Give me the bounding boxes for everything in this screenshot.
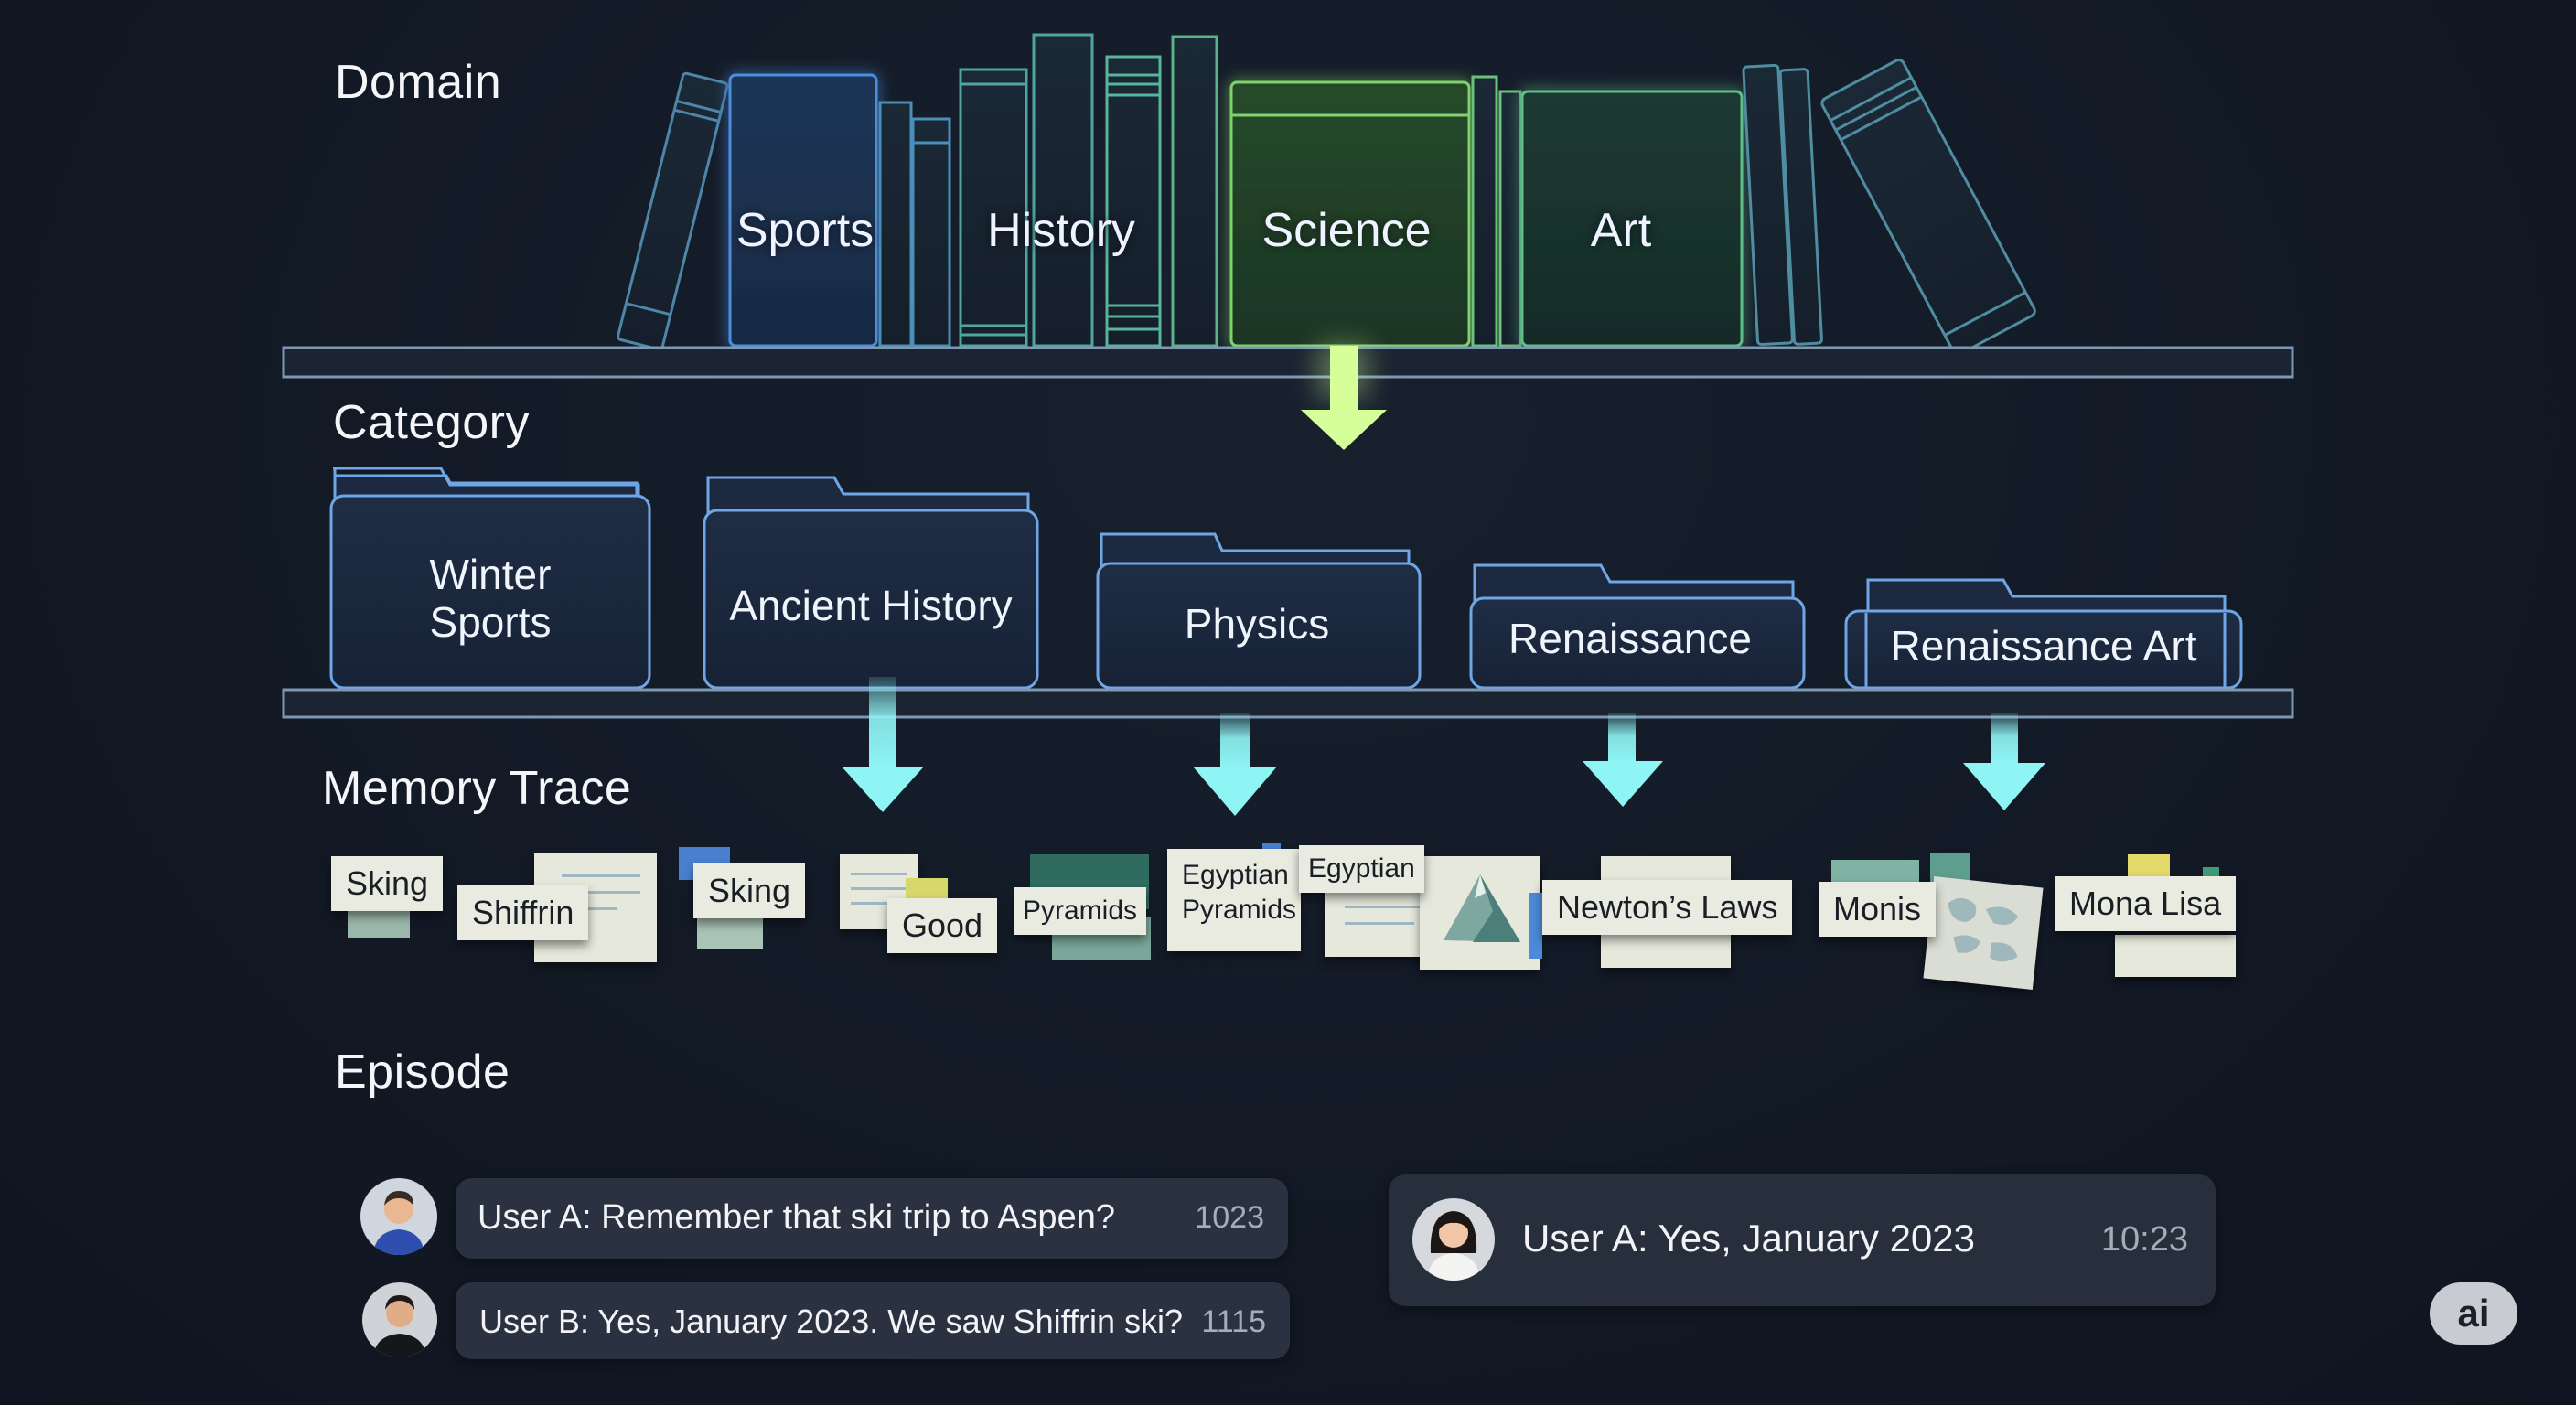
- folder-label-winter-sports[interactable]: Winter Sports: [429, 551, 552, 646]
- map-icon: [1948, 897, 2019, 962]
- note-good: Good: [887, 898, 998, 953]
- book-label-history[interactable]: History: [987, 204, 1135, 257]
- message-bubble-b[interactable]: User B: Yes, January 2023. We saw Shiffr…: [456, 1282, 1290, 1359]
- shelf-category: [282, 688, 2294, 719]
- note-backing: [348, 907, 410, 938]
- book-spine: [1778, 68, 1823, 346]
- message-time: 10:23: [2100, 1220, 2188, 1259]
- folder-label-renaissance-art[interactable]: Renaissance Art: [1890, 622, 2197, 670]
- male-avatar-icon: [360, 1178, 437, 1255]
- book-art: [1520, 90, 1744, 348]
- book-sports: [728, 73, 878, 348]
- book-spine: [1171, 35, 1218, 348]
- book-lean-left: [617, 71, 729, 351]
- note-mountain-image: [1420, 856, 1540, 970]
- male-avatar-icon: [362, 1282, 437, 1357]
- book-spine: [1471, 75, 1498, 348]
- note-paper: [2115, 935, 2236, 977]
- male-avatar-icon: [373, 1295, 426, 1357]
- male-avatar-icon: [373, 1191, 424, 1255]
- book-history-1: [959, 68, 1028, 348]
- book-spine: [878, 101, 913, 348]
- folder-label-ancient-history[interactable]: Ancient History: [729, 582, 1013, 629]
- note-sking-2: Sking: [693, 863, 806, 918]
- female-avatar-icon: [1427, 1211, 1480, 1281]
- message-text: User A: Yes, January 2023: [1522, 1217, 1975, 1260]
- bookshelf: [617, 33, 2036, 356]
- book-label-science[interactable]: Science: [1261, 204, 1432, 257]
- note-sking-1: Sking: [331, 856, 444, 911]
- book-lean-right: [1820, 59, 2036, 356]
- ai-badge[interactable]: ai: [2430, 1282, 2517, 1345]
- message-time: 1023: [1195, 1200, 1264, 1235]
- message-text: User A: Remember that ski trip to Aspen?: [478, 1198, 1115, 1237]
- folder-renaissance-art: [1844, 578, 2243, 690]
- arrow-renaissance: [1583, 713, 1663, 807]
- category-title: Category: [333, 396, 530, 449]
- arrow-physics: [1193, 713, 1277, 816]
- folder-renaissance: [1469, 563, 1806, 690]
- book-spine: [1498, 90, 1522, 348]
- note-newtons-laws: Newton’s Laws: [1542, 880, 1793, 935]
- folder-physics: [1096, 532, 1422, 690]
- book-label-art[interactable]: Art: [1590, 204, 1652, 257]
- female-avatar-icon: [1412, 1198, 1495, 1281]
- episode-title: Episode: [335, 1046, 510, 1099]
- message-text: User B: Yes, January 2023. We saw Shiffr…: [479, 1303, 1184, 1340]
- book-label-sports[interactable]: Sports: [735, 204, 875, 257]
- folder-label-renaissance[interactable]: Renaissance: [1508, 615, 1752, 662]
- note-pyramids: Pyramids: [1014, 887, 1147, 935]
- domain-title: Domain: [335, 56, 502, 109]
- message-bubble-a[interactable]: User A: Remember that ski trip to Aspen?…: [456, 1178, 1288, 1259]
- shelf-domain: [282, 346, 2294, 379]
- arrow-renaissance-art: [1963, 713, 2045, 810]
- note-backing: [697, 918, 763, 949]
- note-map-image: [1923, 876, 2044, 990]
- message-bubble-highlight[interactable]: User A: Yes, January 2023 10:23: [1389, 1174, 2216, 1306]
- folder-label-physics[interactable]: Physics: [1184, 600, 1330, 648]
- memory-trace-title: Memory Trace: [322, 762, 632, 815]
- note-monis: Monis: [1819, 882, 1937, 937]
- note-shiffrin: Shiffrin: [457, 885, 589, 940]
- note-egyptian-pyramids: Egyptian Pyramids: [1167, 849, 1301, 951]
- arrow-domain-to-category: [1301, 344, 1387, 450]
- note-paper: [840, 854, 918, 929]
- note-tab-yellow: [906, 878, 948, 902]
- folders: [329, 467, 2243, 690]
- mountain-icon: [1444, 874, 1520, 942]
- book-spine: [1742, 63, 1794, 347]
- arrow-ancient-history: [842, 677, 924, 812]
- book-spine: [911, 117, 951, 348]
- message-time: 1115: [1201, 1304, 1266, 1339]
- note-tab-blue: [1530, 893, 1542, 959]
- folder-winter-sports: [329, 467, 651, 690]
- arrows-category-to-trace: [842, 677, 2045, 816]
- book-history-2: [1032, 33, 1094, 348]
- book-history-3: [1105, 55, 1162, 348]
- note-egyptian: Egyptian: [1299, 845, 1424, 893]
- note-mona-lisa: Mona Lisa: [2055, 876, 2237, 931]
